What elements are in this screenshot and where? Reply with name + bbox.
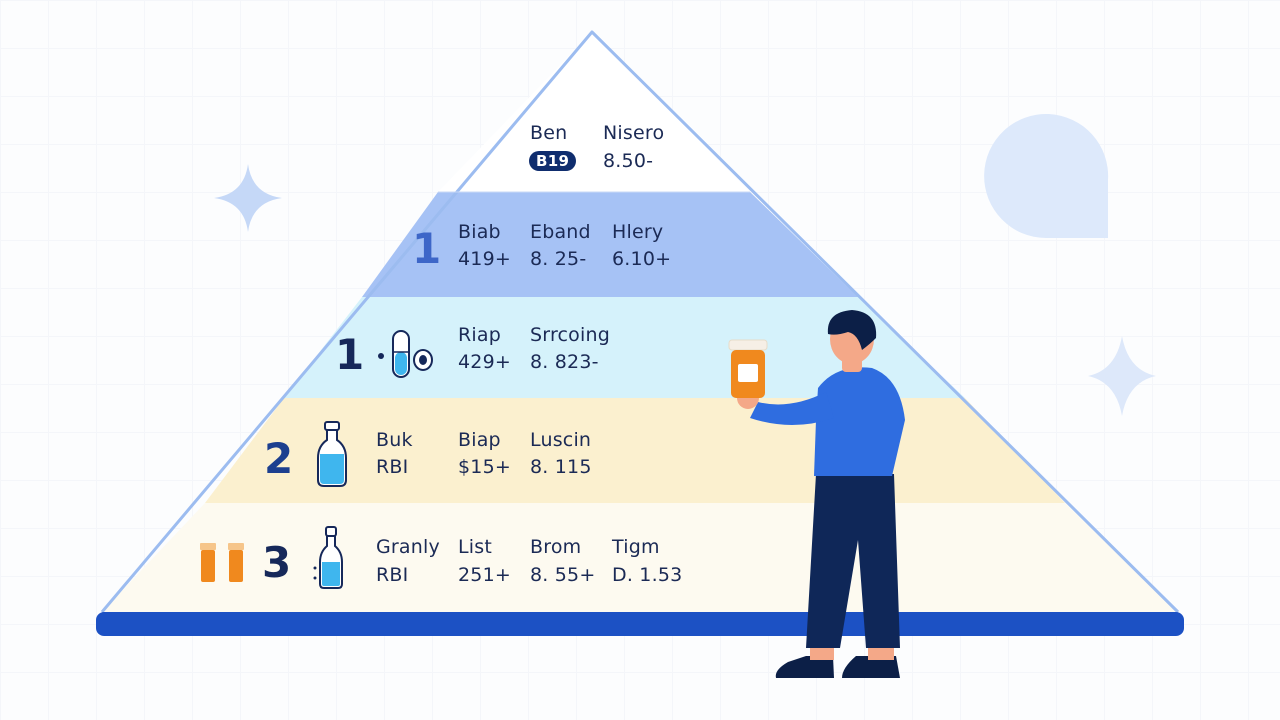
tier-1-label-1: Ben xyxy=(530,122,568,144)
tier-2-value-1: 419+ xyxy=(458,248,511,270)
bottle-icon-tier-4 xyxy=(317,421,347,487)
tier-4-label-3: Luscin xyxy=(530,429,592,451)
pyramid-base-bar xyxy=(96,612,1184,636)
tier-4-value-1: RBI xyxy=(376,456,409,478)
tier-4-label-2: Biap xyxy=(458,429,501,451)
tier-2-fill xyxy=(362,192,858,297)
tier-2-label-1: Biab xyxy=(458,221,501,243)
tier-5-number: 3 xyxy=(262,538,292,587)
tier-3-value-1: 429+ xyxy=(458,351,511,373)
tier-5-value-2: 251+ xyxy=(458,564,511,586)
tier-1-fill xyxy=(438,32,750,192)
tier-5-label-2: List xyxy=(458,536,493,558)
tier-5-value-1: RBI xyxy=(376,564,409,586)
tier-5-label-1: Granly xyxy=(376,536,440,558)
sparkle-icon-left xyxy=(214,164,282,232)
tier-2-label-3: Hlery xyxy=(612,221,664,243)
person-holding-pill-bottle-icon xyxy=(728,310,905,678)
tier-2-label-2: Eband xyxy=(530,221,591,243)
tier-5-fill xyxy=(102,503,1178,612)
bottle-icon-tier-5 xyxy=(313,526,343,589)
tier-5-value-4: D. 1.53 xyxy=(612,564,683,586)
tier-2-number: 1 xyxy=(412,224,442,273)
tier-4-label-1: Buk xyxy=(376,429,413,451)
tier-1-value-2: 8.50- xyxy=(603,150,654,172)
tier-1-badge: B19 xyxy=(529,151,577,171)
chat-bubble-icon xyxy=(984,114,1109,238)
sparkle-icon-right xyxy=(1088,336,1156,416)
tier-3-label-2: Srrcoing xyxy=(530,324,610,346)
tier-4-value-3: 8. 115 xyxy=(530,456,592,478)
tier-1-label-2: Nisero xyxy=(603,122,665,144)
tier-2-value-2: 8. 25- xyxy=(530,248,587,270)
test-tube-icon xyxy=(200,543,244,582)
tier-5-value-3: 8. 55+ xyxy=(530,564,596,586)
tier-4-number: 2 xyxy=(264,434,294,483)
tier-3-fill xyxy=(284,297,965,398)
pyramid-outline xyxy=(100,30,1180,614)
tier-2-value-3: 6.10+ xyxy=(612,248,672,270)
capsule-icon xyxy=(378,330,433,378)
tier-5-label-3: Brom xyxy=(530,536,582,558)
tier-4-value-2: $15+ xyxy=(458,456,511,478)
tier-3-value-2: 8. 823- xyxy=(530,351,599,373)
tier-5-label-4: Tigm xyxy=(612,536,660,558)
tier-3-number: 1 xyxy=(335,330,365,379)
tier-3-label-1: Riap xyxy=(458,324,501,346)
